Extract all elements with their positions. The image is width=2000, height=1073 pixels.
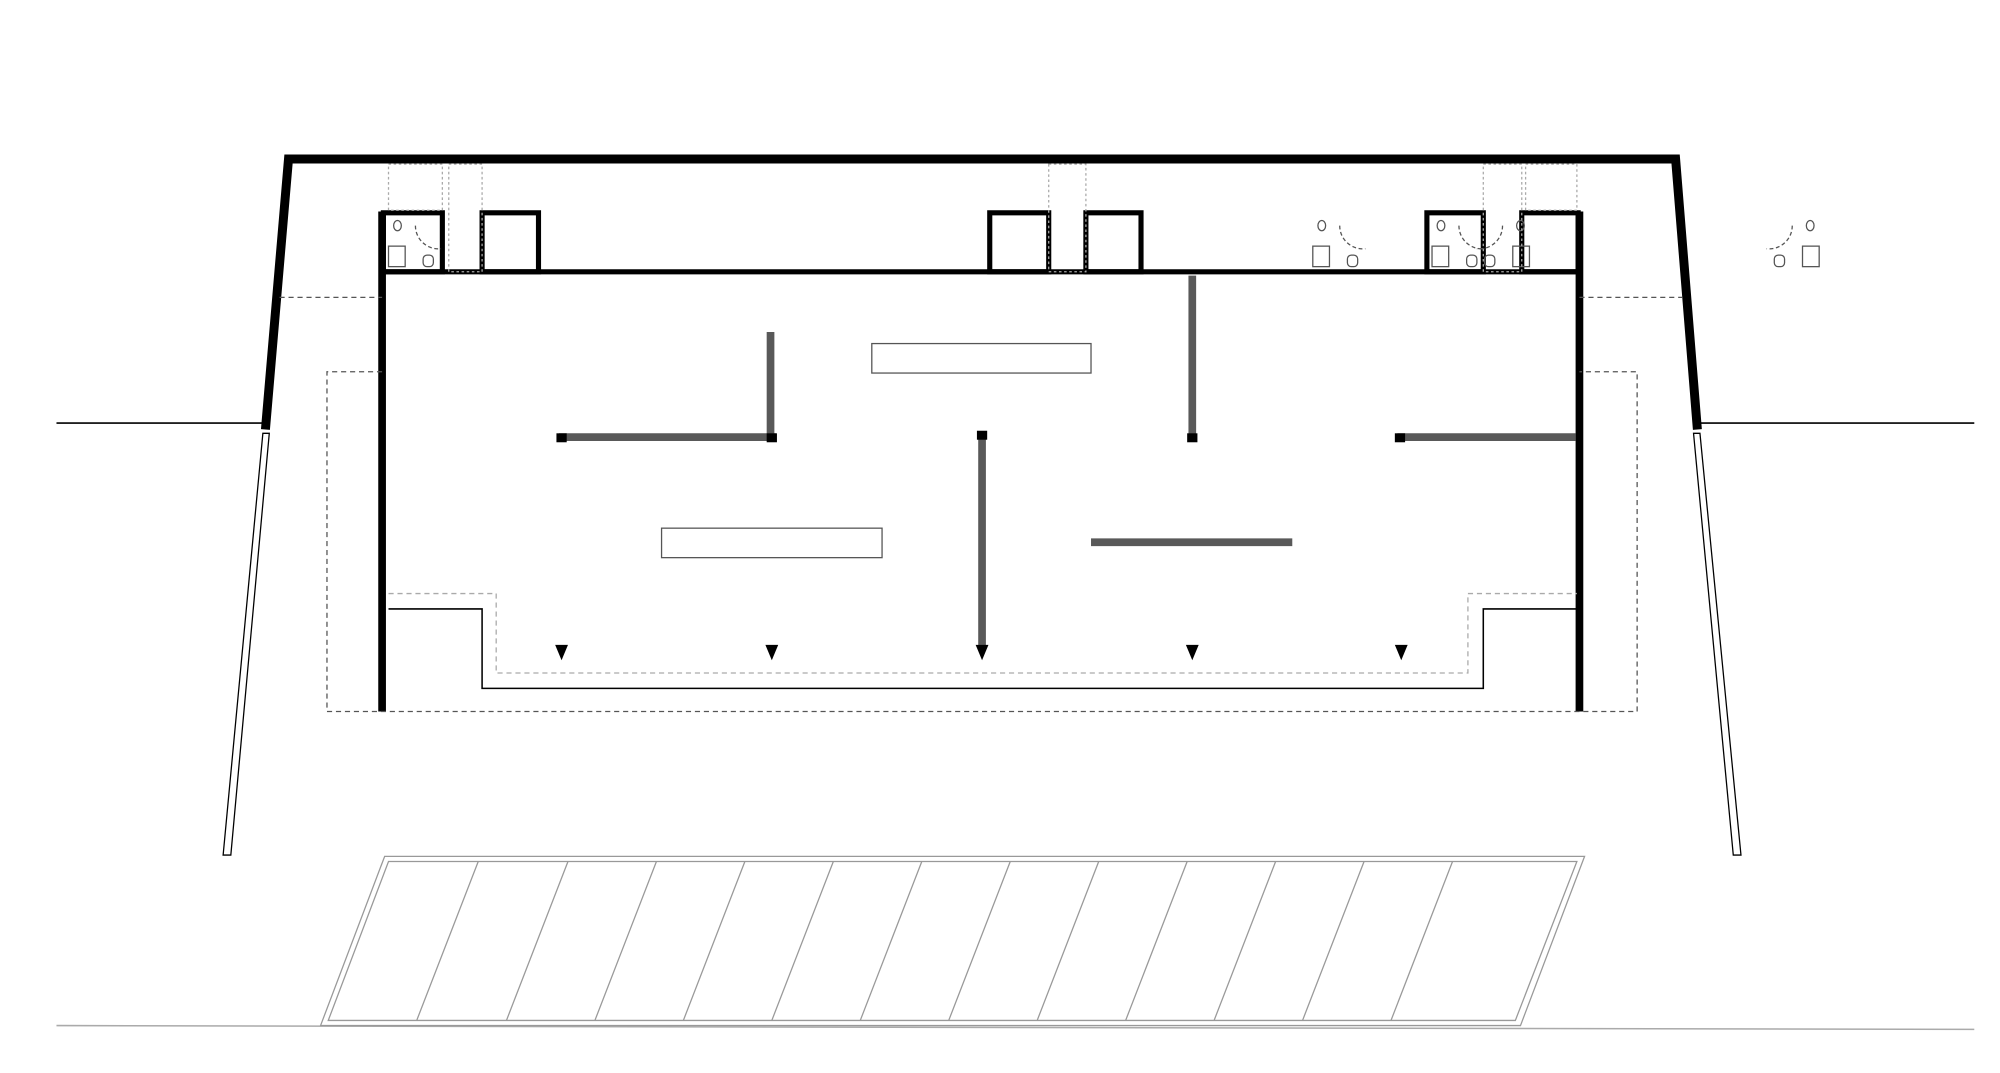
toilet-room [380,210,445,275]
hall-walls [378,211,1584,712]
toilet-room [987,210,1052,275]
toilet-fixtures [387,163,1820,273]
canopy-edge [388,608,1577,690]
site-dashed-outline [279,296,1683,713]
toilet-room [1083,210,1144,275]
toilet-modules [380,210,1581,275]
toilet-room [1519,210,1581,275]
display-walls [559,275,1576,648]
entrance-markers [555,644,1408,661]
toilet-room [1424,210,1486,275]
outer-shell [222,154,1742,856]
wall-end-caps [556,430,1406,443]
toilet-room [479,210,542,275]
parking-bay-lines [416,861,1454,1021]
display-tables [660,342,1092,559]
canopy-dashed [388,592,1577,674]
parking-area [319,855,1586,1027]
